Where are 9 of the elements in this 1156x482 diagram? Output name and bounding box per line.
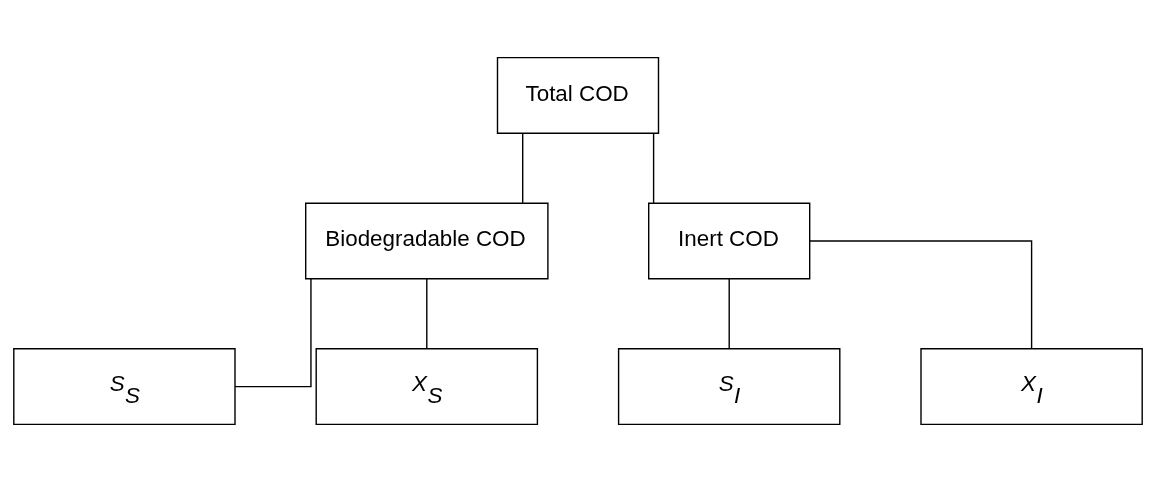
connector (809, 240, 1033, 350)
connector (652, 132, 655, 204)
connector (728, 278, 730, 350)
node-box: Biodegradable COD (305, 202, 549, 280)
connector (522, 132, 524, 204)
node-box: Inert COD (648, 202, 811, 280)
connector (426, 278, 428, 350)
node-box: Total COD (496, 56, 660, 134)
connector (234, 278, 312, 388)
